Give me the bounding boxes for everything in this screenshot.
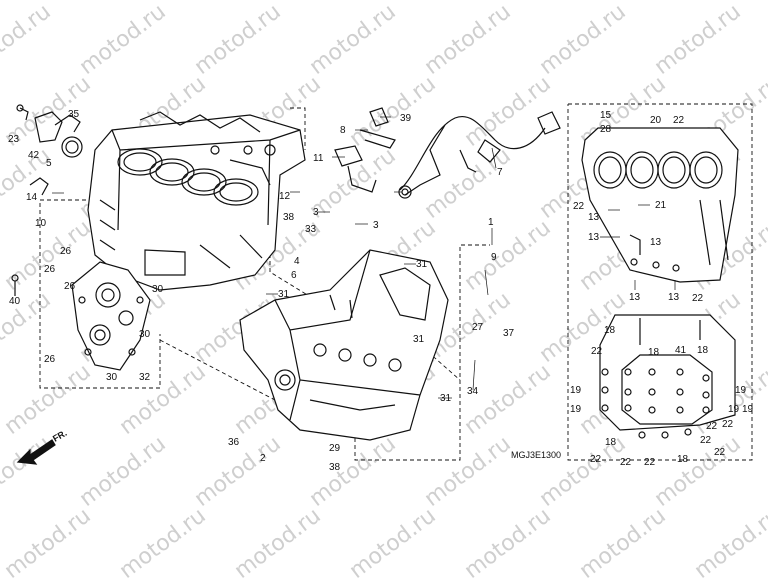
callout-31b: 31 bbox=[416, 259, 428, 270]
callout-2: 2 bbox=[260, 453, 266, 464]
callout-37: 37 bbox=[503, 328, 515, 339]
callout-26c: 26 bbox=[64, 281, 76, 292]
callout-9: 9 bbox=[491, 252, 497, 263]
callout-36: 36 bbox=[228, 437, 240, 448]
leader-lines bbox=[52, 116, 676, 399]
sensor-connector bbox=[334, 107, 396, 193]
callout-30b: 30 bbox=[139, 329, 151, 340]
callout-11: 11 bbox=[313, 153, 324, 164]
upper-crankcase bbox=[87, 111, 306, 291]
callout-35: 35 bbox=[68, 109, 80, 120]
callout-32: 32 bbox=[139, 372, 151, 383]
callout-22i: 22 bbox=[706, 421, 718, 432]
callout-31d: 31 bbox=[440, 393, 452, 404]
callout-27: 27 bbox=[472, 322, 484, 333]
group-box-lower-crankcase bbox=[159, 244, 490, 461]
group-box-inset-assembly bbox=[567, 103, 753, 461]
callout-13a: 13 bbox=[588, 212, 600, 223]
callout-18e: 18 bbox=[677, 454, 689, 465]
callout-26b: 26 bbox=[44, 264, 56, 275]
front-arrow-icon bbox=[16, 439, 56, 465]
callout-15: 15 bbox=[600, 110, 612, 121]
callout-12: 12 bbox=[279, 191, 291, 202]
callout-19d: 19 bbox=[728, 404, 740, 415]
callout-34: 34 bbox=[467, 386, 479, 397]
callout-1: 1 bbox=[488, 217, 494, 228]
callout-30a: 30 bbox=[152, 284, 164, 295]
callout-13e: 13 bbox=[668, 292, 680, 303]
callout-18d: 18 bbox=[605, 437, 617, 448]
callout-26a: 26 bbox=[60, 246, 72, 257]
sensor-cluster bbox=[11, 104, 83, 296]
callout-31a: 31 bbox=[278, 289, 290, 300]
callout-19c: 19 bbox=[735, 385, 747, 396]
callout-7: 7 bbox=[497, 167, 503, 178]
callout-30c: 30 bbox=[106, 372, 118, 383]
callout-18c: 18 bbox=[697, 345, 709, 356]
callout-14: 14 bbox=[26, 192, 38, 203]
callout-22d: 22 bbox=[591, 346, 603, 357]
callout-13b: 13 bbox=[588, 232, 600, 243]
callout-21: 21 bbox=[655, 200, 667, 211]
callout-33: 33 bbox=[305, 224, 317, 235]
callout-23: 23 bbox=[8, 134, 20, 145]
inset-oil-pan bbox=[599, 314, 736, 439]
callout-3a: 3 bbox=[313, 207, 319, 218]
callout-18a: 18 bbox=[604, 325, 616, 336]
callout-38a: 38 bbox=[283, 212, 295, 223]
callout-29: 29 bbox=[329, 443, 341, 454]
callout-10: 10 bbox=[35, 218, 47, 229]
inset-upper-case bbox=[581, 127, 739, 283]
callout-28: 28 bbox=[600, 124, 612, 135]
callout-19e: 19 bbox=[742, 404, 754, 415]
callout-13c: 13 bbox=[650, 237, 662, 248]
callout-8: 8 bbox=[340, 125, 346, 136]
callout-22j: 22 bbox=[714, 447, 726, 458]
callout-26d: 26 bbox=[44, 354, 56, 365]
callout-39: 39 bbox=[400, 113, 412, 124]
diagram-code-label: MGJ3E1300 bbox=[511, 450, 561, 460]
callout-38b: 38 bbox=[329, 462, 341, 473]
side-cover bbox=[71, 261, 151, 371]
callout-22f: 22 bbox=[620, 457, 632, 468]
callout-19a: 19 bbox=[570, 385, 582, 396]
callout-42: 42 bbox=[28, 150, 40, 161]
callout-22b: 22 bbox=[573, 201, 585, 212]
callout-41: 41 bbox=[675, 345, 687, 356]
lower-crankcase bbox=[239, 249, 449, 441]
callout-22h: 22 bbox=[700, 435, 712, 446]
callout-40: 40 bbox=[9, 296, 21, 307]
front-marker-label: FR. bbox=[51, 428, 69, 444]
callout-19b: 19 bbox=[570, 404, 582, 415]
callout-18b: 18 bbox=[648, 347, 660, 358]
callout-22c: 22 bbox=[692, 293, 704, 304]
callout-22g: 22 bbox=[644, 457, 656, 468]
callout-31c: 31 bbox=[413, 334, 425, 345]
callout-22e: 22 bbox=[590, 454, 602, 465]
callout-5: 5 bbox=[46, 158, 52, 169]
callout-20: 20 bbox=[650, 115, 662, 126]
wire-harness bbox=[398, 111, 561, 199]
callout-labels: 1 2 3 3 4 5 6 7 8 9 10 11 12 13 13 13 13… bbox=[8, 109, 754, 473]
callout-22k: 22 bbox=[722, 419, 734, 430]
callout-6: 6 bbox=[291, 270, 297, 281]
callout-3b: 3 bbox=[373, 220, 379, 231]
callout-13d: 13 bbox=[629, 292, 641, 303]
callout-22a: 22 bbox=[673, 115, 685, 126]
callout-4: 4 bbox=[294, 256, 300, 267]
